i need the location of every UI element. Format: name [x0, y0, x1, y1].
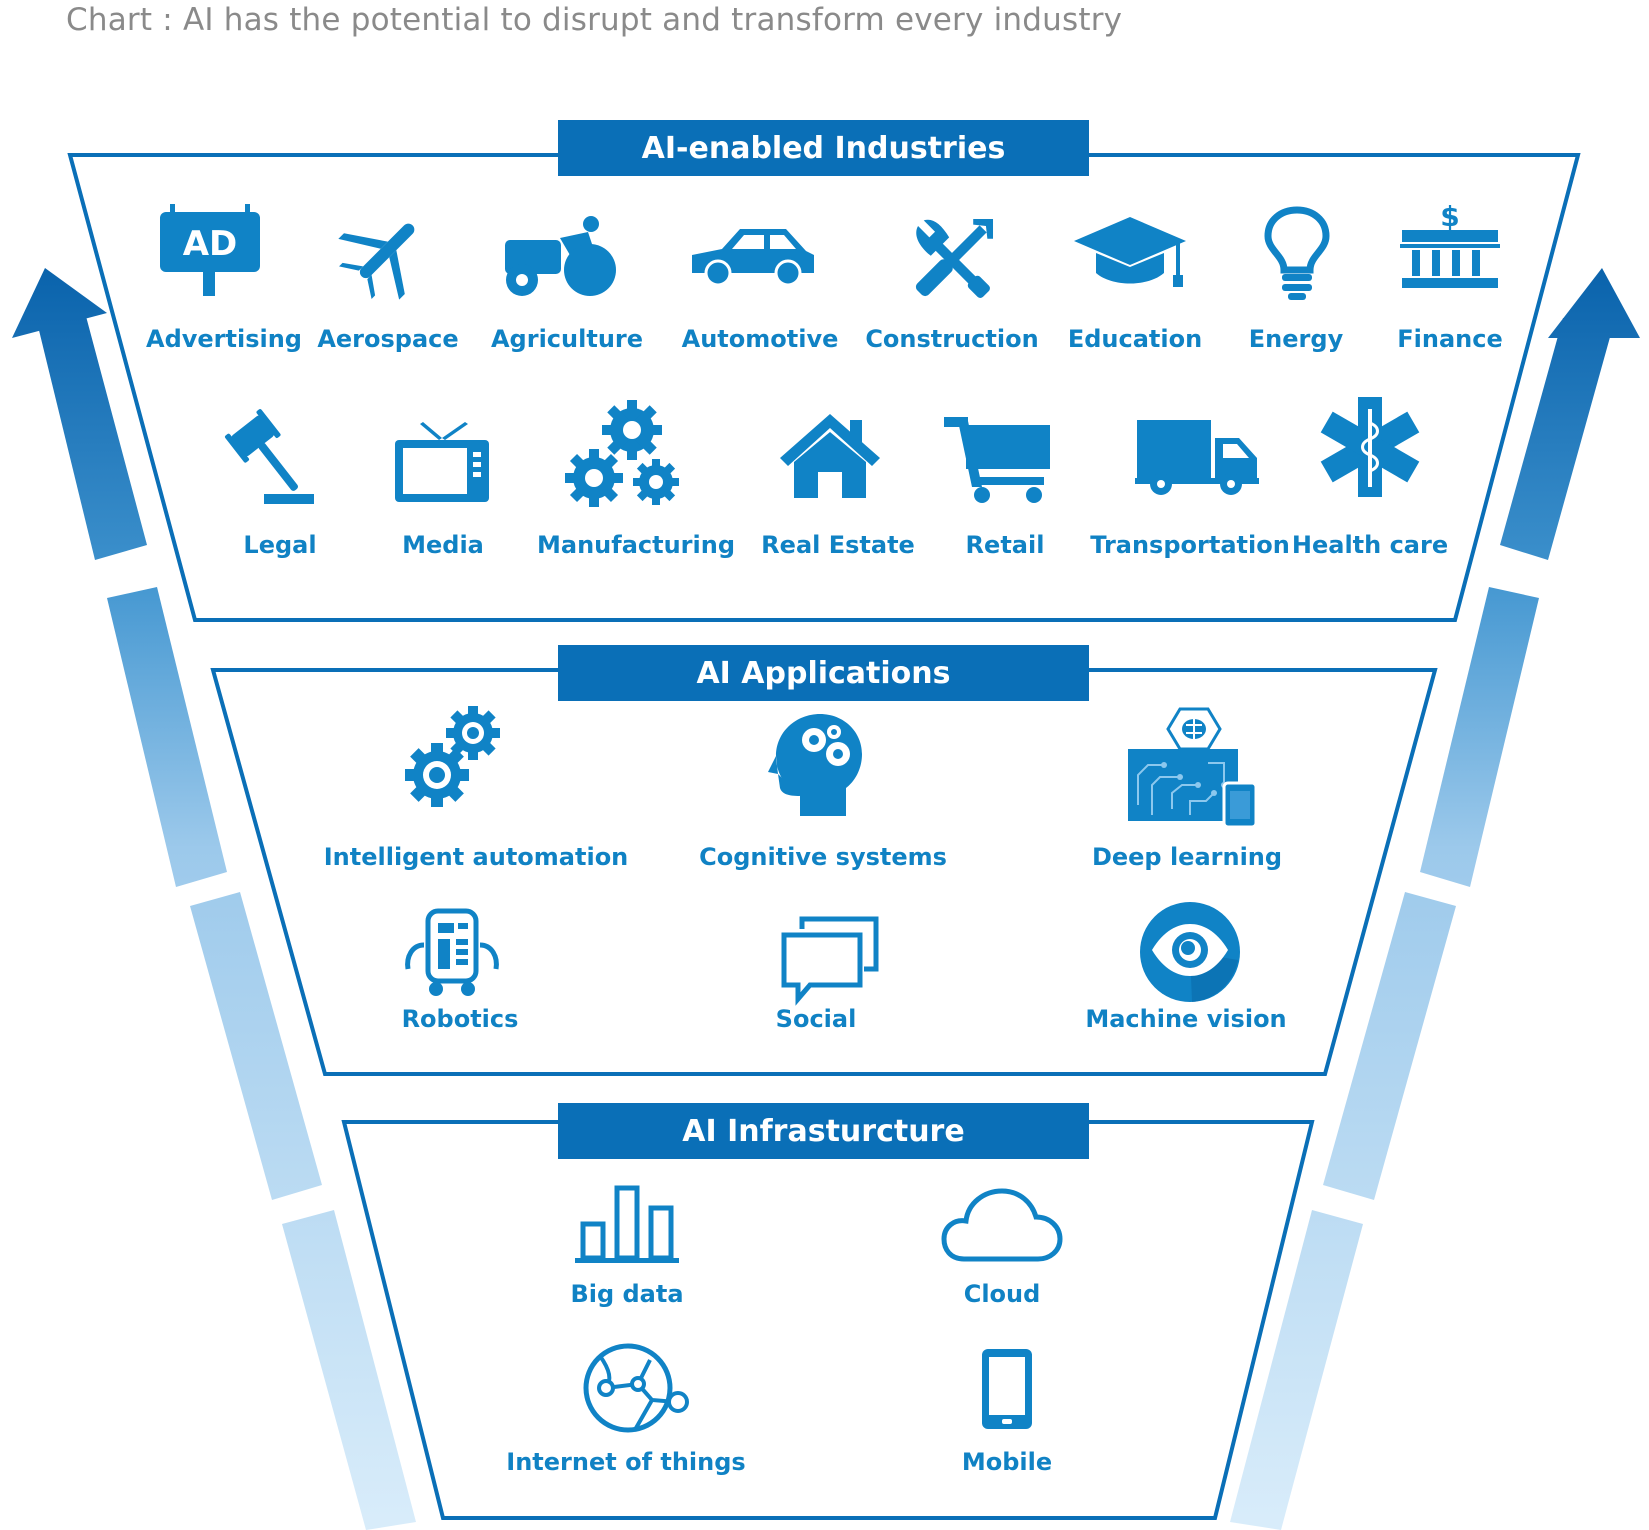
circuit-brain-icon: [1124, 705, 1262, 829]
industry-label: Retail: [965, 531, 1045, 559]
infrastructure-label: Internet of things: [506, 1448, 746, 1476]
infrastructure-label: Cloud: [963, 1280, 1041, 1308]
left-arrow-shaft: [36, 305, 147, 560]
industry-label: Finance: [1397, 325, 1503, 353]
tv-icon: [393, 420, 491, 504]
brain-head-icon: [766, 710, 866, 818]
industry-label: Transportation: [1090, 531, 1290, 559]
bank-icon: $: [1398, 200, 1502, 292]
svg-text:$: $: [1440, 200, 1459, 233]
industry-label: Agriculture: [490, 325, 644, 353]
car-icon: [688, 225, 818, 287]
globe-network-icon: [580, 1340, 692, 1436]
industry-label: Health care: [1291, 531, 1449, 559]
robot-icon: [402, 905, 502, 997]
industry-label: Manufacturing: [537, 531, 735, 559]
application-label: Machine vision: [1085, 1005, 1287, 1033]
cart-icon: [942, 415, 1054, 505]
gavel-icon: [210, 409, 320, 506]
right-arrow-segment: [1323, 892, 1456, 1200]
billboard-icon: AD: [158, 202, 262, 302]
industry-label: Real Estate: [761, 531, 915, 559]
graduation-cap-icon: [1072, 215, 1188, 291]
left-arrow-segment: [282, 1210, 416, 1530]
application-label: Cognitive systems: [699, 843, 947, 871]
bar-chart-icon: [575, 1182, 679, 1266]
right-arrow-segment: [1420, 587, 1539, 887]
star-of-life-icon: [1318, 395, 1422, 499]
airplane-icon: [338, 208, 430, 300]
industry-label: Legal: [243, 531, 317, 559]
infrastructure-label: Mobile: [961, 1448, 1053, 1476]
industry-label: Education: [1067, 325, 1203, 353]
tablet-icon: [978, 1345, 1036, 1433]
left-arrow: [12, 268, 416, 1530]
application-label: Deep learning: [1091, 843, 1283, 871]
chart-caption: Chart : AI has the potential to disrupt …: [66, 2, 1123, 38]
gears-icon: [562, 400, 684, 512]
lightbulb-icon: [1262, 206, 1332, 302]
tractor-icon: [500, 210, 625, 300]
industry-label: Energy: [1248, 325, 1344, 353]
tools-icon: [900, 212, 1004, 308]
right-arrow-segment: [1230, 1210, 1363, 1530]
gears-icon: [405, 705, 505, 809]
infrastructure-label: Big data: [570, 1280, 684, 1308]
truck-icon: [1135, 418, 1259, 498]
infrastructure-banner: AI Infrasturcture: [558, 1103, 1089, 1159]
svg-text:AD: AD: [183, 224, 238, 264]
eye-icon: [1138, 900, 1242, 1004]
left-arrow-head: [12, 268, 107, 338]
left-arrow-segment: [190, 892, 322, 1200]
industry-label: Advertising: [146, 325, 302, 353]
cloud-icon: [940, 1185, 1064, 1265]
industries-banner: AI-enabled Industries: [558, 120, 1089, 176]
house-icon: [776, 410, 884, 500]
chat-bubbles-icon: [780, 915, 880, 1006]
industry-label: Construction: [865, 325, 1039, 353]
application-label: Intelligent automation: [323, 843, 629, 871]
left-arrow-segment: [107, 587, 227, 887]
industry-label: Media: [402, 531, 484, 559]
right-arrow-shaft: [1500, 318, 1612, 560]
industry-label: Automotive: [681, 325, 839, 353]
application-label: Social: [775, 1005, 857, 1033]
industry-label: Aerospace: [317, 325, 459, 353]
infrastructure-frame: [341, 1120, 1315, 1520]
applications-banner: AI Applications: [558, 645, 1089, 701]
right-arrow: [1230, 268, 1640, 1530]
application-label: Robotics: [401, 1005, 519, 1033]
